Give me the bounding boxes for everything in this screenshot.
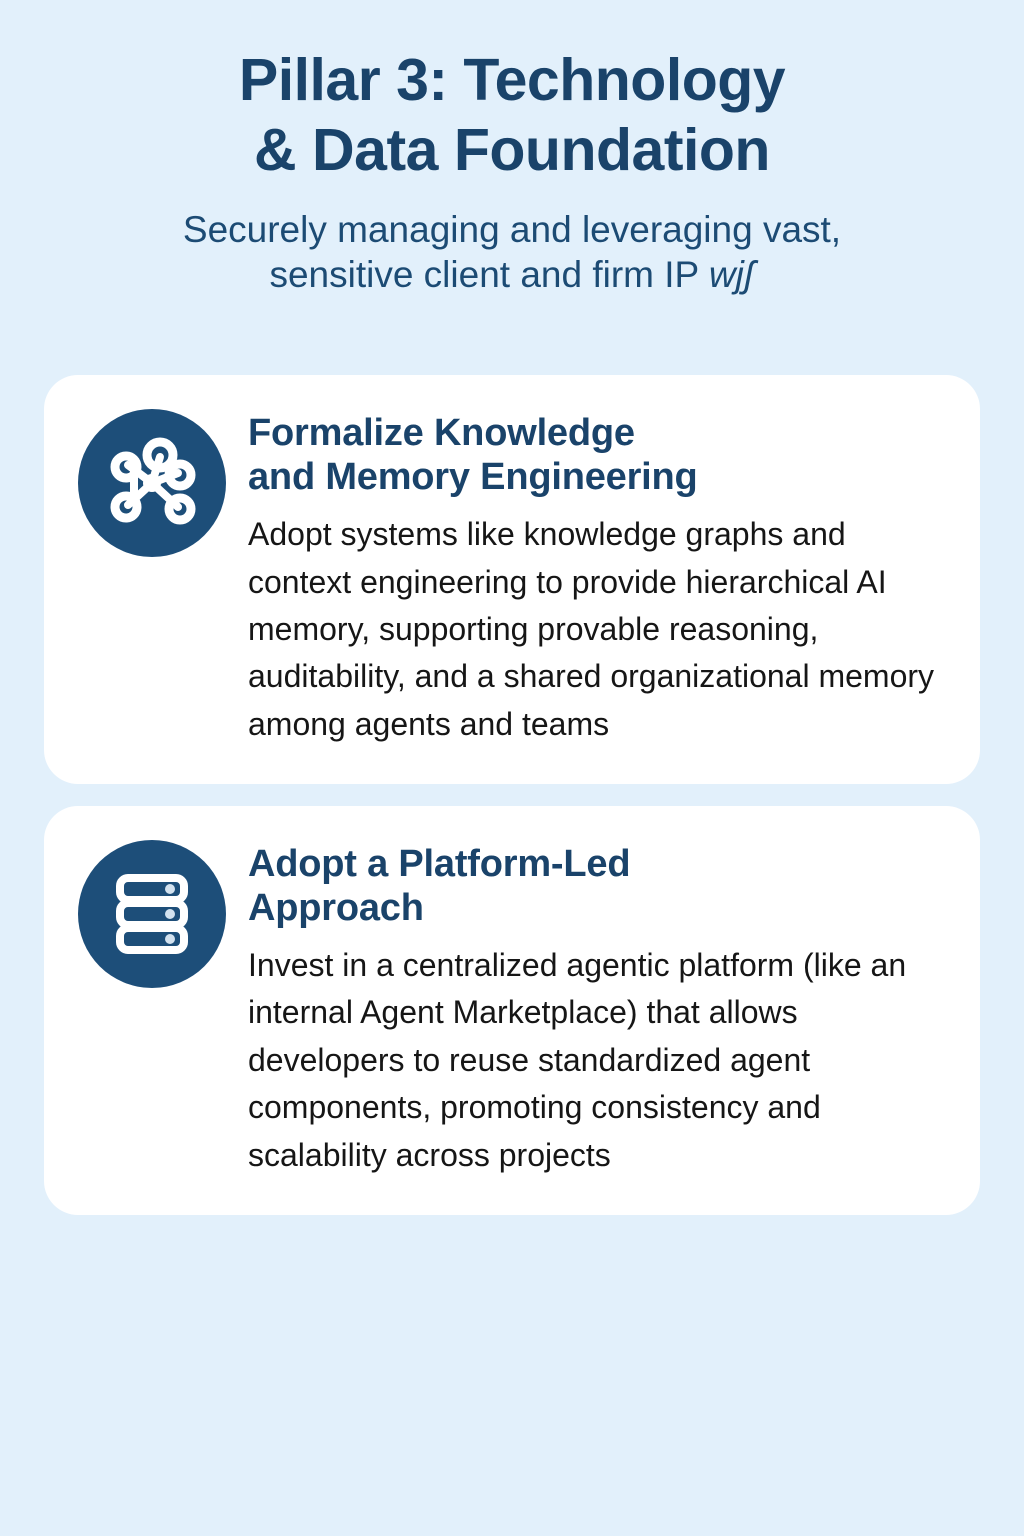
card-content: Formalize Knowledge and Memory Engineeri… bbox=[248, 409, 946, 748]
card-title: Formalize Knowledge and Memory Engineeri… bbox=[248, 412, 698, 499]
page-header: Pillar 3: Technology & Data Foundation S… bbox=[0, 0, 1024, 297]
page-subtitle: Securely managing and leveraging vast, s… bbox=[107, 207, 917, 297]
card-description: Adopt systems like knowledge graphs and … bbox=[248, 516, 935, 742]
card-platform-led-approach[interactable]: Adopt a Platform-Led Approach Invest in … bbox=[44, 805, 980, 1215]
card-formalize-knowledge[interactable]: Formalize Knowledge and Memory Engineeri… bbox=[44, 375, 980, 784]
card-description: Invest in a centralized agentic platform… bbox=[248, 947, 907, 1173]
page-subtitle-tail: wjʃ bbox=[708, 254, 755, 296]
knowledge-graph-icon bbox=[78, 409, 226, 557]
page-title: Pillar 3: Technology & Data Foundation bbox=[238, 47, 786, 183]
page-subtitle-main: Securely managing and leveraging vast, s… bbox=[182, 209, 842, 296]
card-title: Adopt a Platform-Led Approach bbox=[248, 842, 631, 930]
server-rack-icon bbox=[78, 839, 226, 988]
card-list: Formalize Knowledge and Memory Engineeri… bbox=[44, 375, 980, 1215]
card-content: Adopt a Platform-Led Approach Invest in … bbox=[248, 840, 946, 1179]
